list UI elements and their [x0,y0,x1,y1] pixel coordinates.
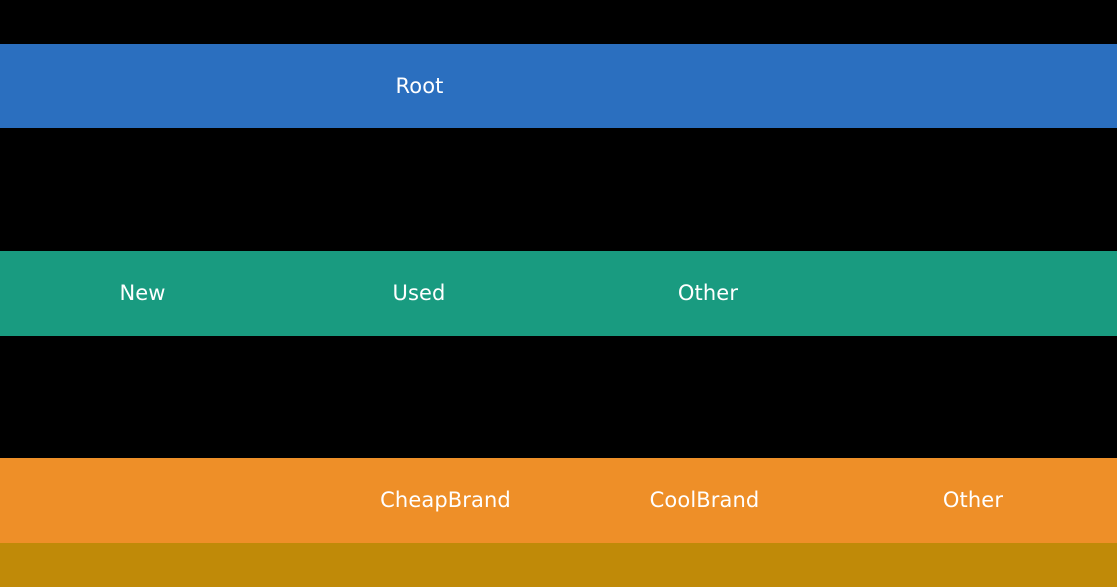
icicle-node-other[interactable]: Other [607,251,809,336]
icicle-node-unlabeled[interactable] [0,543,1117,587]
icicle-level-root-level: Root [0,44,1117,128]
icicle-node-unlabeled[interactable] [1077,458,1117,543]
icicle-node-unlabeled[interactable] [521,44,1117,128]
icicle-node-unlabeled[interactable] [0,251,42,336]
icicle-node-unlabeled[interactable] [805,458,869,543]
icicle-node-coolbrand[interactable]: CoolBrand [604,458,805,543]
icicle-node-label: Other [942,488,1004,512]
icicle-node-used[interactable]: Used [318,251,520,336]
icicle-node-label: Used [392,281,446,305]
icicle-node-label: Other [677,281,739,305]
icicle-node-unlabeled[interactable] [0,44,318,128]
icicle-level-condition-level: New Used Other [0,251,1117,336]
icicle-level-brand-level: CheapBrand CoolBrand Other [0,458,1117,543]
icicle-node-label: Root [395,73,444,98]
icicle-node-root[interactable]: Root [318,44,521,128]
icicle-node-unlabeled[interactable] [520,251,607,336]
icicle-node-label: CoolBrand [649,488,760,512]
icicle-level-leaf-level [0,543,1117,587]
icicle-node-unlabeled[interactable] [0,458,345,543]
icicle-node-cheapbrand[interactable]: CheapBrand [345,458,546,543]
icicle-node-unlabeled[interactable] [243,251,318,336]
icicle-node-label: CheapBrand [380,488,511,512]
icicle-node-new[interactable]: New [42,251,243,336]
icicle-node-unlabeled[interactable] [546,458,604,543]
icicle-node-unlabeled[interactable] [809,251,1117,336]
icicle-node-other[interactable]: Other [869,458,1077,543]
icicle-node-label: New [119,281,166,305]
